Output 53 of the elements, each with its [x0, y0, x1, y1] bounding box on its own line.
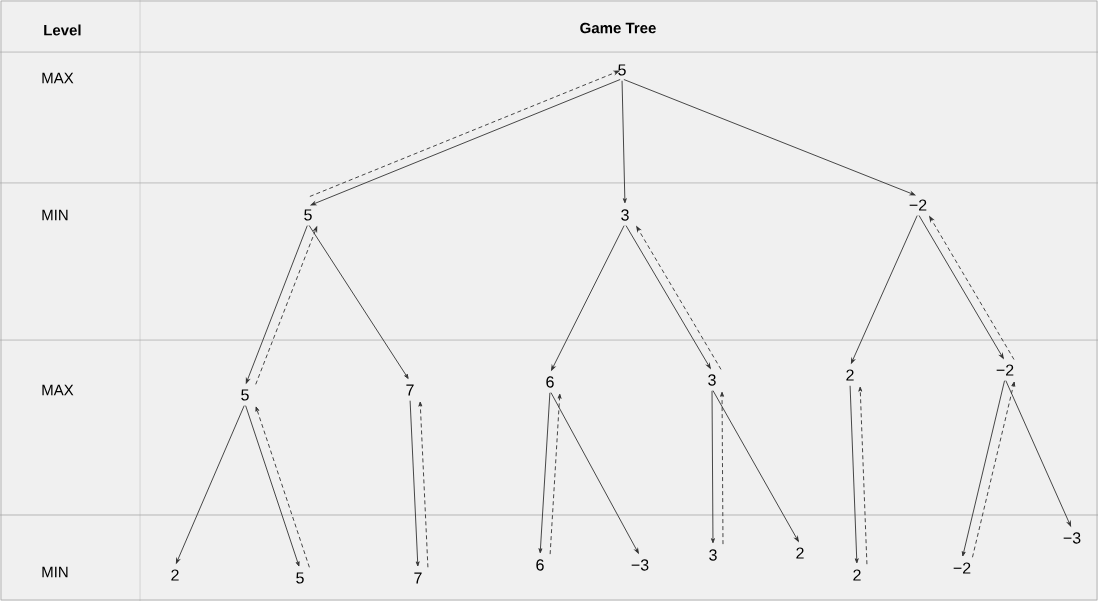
arrow [623, 79, 916, 196]
arrow [418, 401, 429, 568]
arrow [636, 226, 722, 370]
level-label: MIN [42, 566, 68, 578]
arrow [538, 392, 551, 554]
node-value: 2 [846, 369, 854, 381]
arrow [255, 226, 318, 385]
arrow [245, 405, 300, 567]
node-value: 6 [536, 559, 544, 571]
node-value: 2 [853, 569, 861, 581]
column-header: Level [44, 24, 81, 36]
arrow [858, 386, 868, 565]
arrow [711, 390, 715, 544]
arrow [961, 380, 1005, 557]
node-value: 3 [709, 549, 717, 561]
arrow [409, 400, 420, 567]
level-label: MAX [42, 384, 74, 396]
level-label: MAX [42, 72, 74, 84]
arrow [849, 385, 859, 564]
arrow [972, 381, 1016, 558]
arrow [549, 393, 562, 555]
node-value: 5 [618, 64, 626, 76]
arrow [308, 225, 409, 379]
arrow [918, 215, 1004, 359]
arrow [245, 225, 308, 384]
arrow [1005, 380, 1072, 527]
node-value: 5 [241, 389, 249, 401]
node-value: −3 [631, 559, 649, 571]
node-value: 7 [406, 384, 414, 396]
node-value: 6 [546, 376, 554, 388]
arrow [625, 225, 711, 369]
node-value: 3 [708, 374, 716, 386]
node-value: 5 [296, 572, 304, 584]
node-value: 2 [796, 547, 804, 559]
node-value: −3 [1063, 532, 1081, 544]
arrow [551, 225, 625, 371]
column-header: Game Tree [580, 22, 656, 34]
arrow [712, 390, 799, 542]
arrow [175, 405, 245, 564]
node-value: −2 [996, 364, 1014, 376]
arrow [255, 406, 310, 568]
arrow [850, 215, 918, 364]
arrow [929, 216, 1015, 360]
node-value: 2 [171, 569, 179, 581]
node-value: 3 [621, 209, 629, 221]
arrow [550, 392, 639, 554]
node-value: −2 [953, 562, 971, 574]
arrow [720, 391, 724, 545]
arrow [621, 80, 627, 204]
node-value: 7 [414, 572, 422, 584]
node-value: −2 [909, 199, 927, 211]
node-value: 5 [304, 209, 312, 221]
level-label: MIN [42, 209, 68, 221]
